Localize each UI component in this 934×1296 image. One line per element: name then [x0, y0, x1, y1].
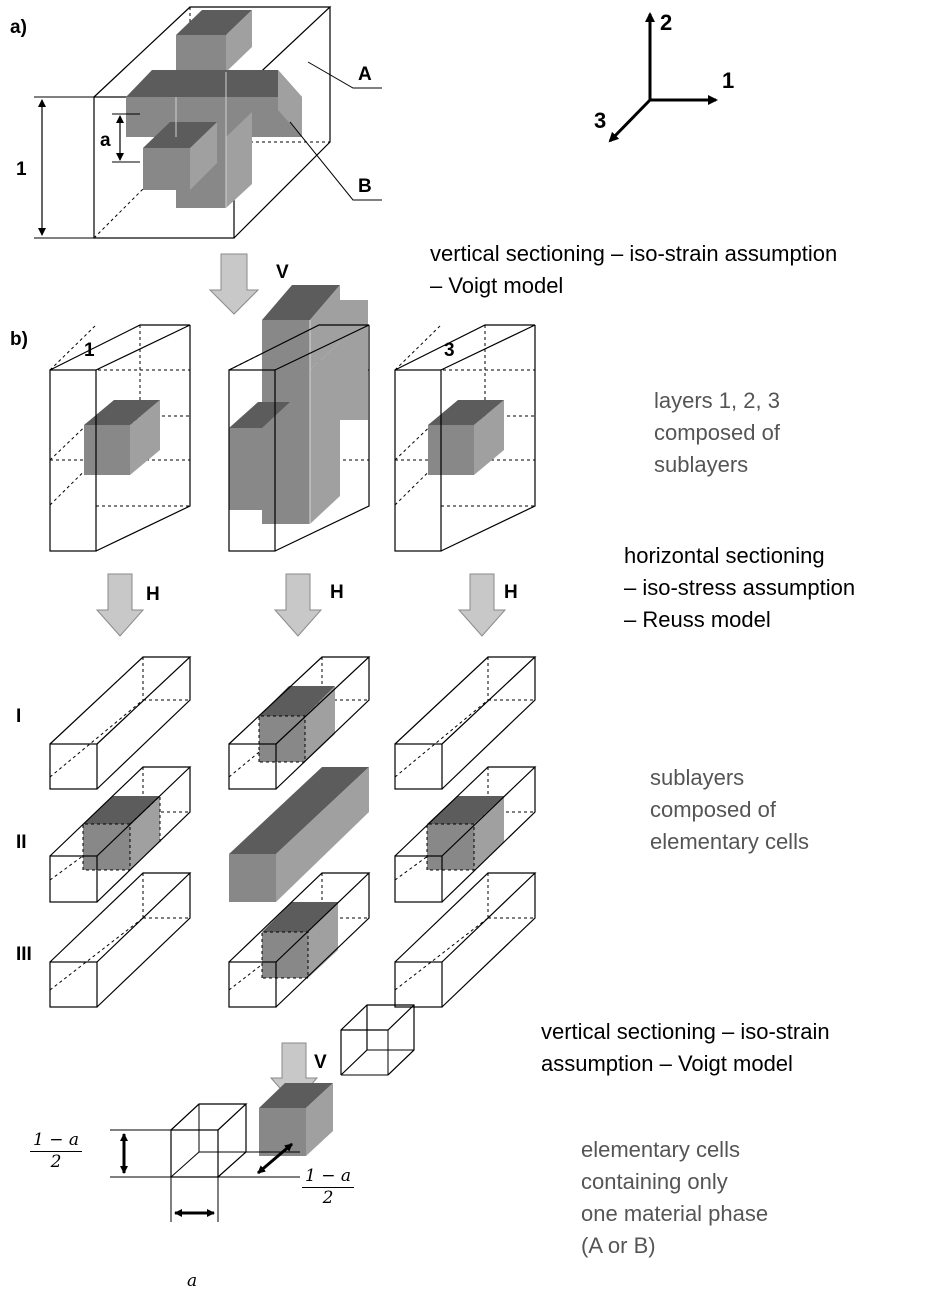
cell-solid — [259, 1083, 333, 1156]
layer-label-3: 3 — [444, 340, 455, 361]
sublayer-label-II: II — [16, 832, 27, 853]
desc-sublayers-line-3: elementary cells — [650, 829, 809, 854]
sublayer-label-I: I — [16, 706, 21, 727]
desc-voigt-top: vertical sectioning – iso-strain assumpt… — [430, 238, 837, 302]
desc-reuss-line-2: – iso-stress assumption — [624, 575, 856, 600]
sublayer-3-I — [394, 656, 537, 790]
dim-right-fraction: 1 − a 2 — [302, 1166, 355, 1209]
dimension-1: 1 — [16, 96, 94, 239]
desc-layers-line-2: composed of — [654, 420, 780, 445]
dim-bottom-label: a — [187, 1271, 198, 1291]
label-a: a — [100, 130, 111, 151]
coordinate-axes: 2 1 3 — [594, 10, 734, 143]
desc-layers: layers 1, 2, 3 composed of sublayers — [654, 385, 780, 481]
label-phase-B: B — [358, 176, 372, 197]
arrow-h3-label: H — [504, 582, 518, 603]
layer-3 — [394, 324, 536, 552]
desc-voigt-top-line-2: – Voigt model — [430, 273, 564, 298]
label-1: 1 — [16, 159, 27, 180]
sublayer-1-III — [49, 872, 192, 1008]
desc-reuss: horizontal sectioning – iso-stress assum… — [624, 540, 855, 636]
panel-b-label: b) — [10, 329, 28, 350]
dim-bottom-horizontal — [170, 1177, 219, 1222]
desc-voigt-top-line-1: vertical sectioning – iso-strain assumpt… — [430, 241, 838, 266]
desc-cells: elementary cells containing only one mat… — [581, 1134, 768, 1262]
sublayer-label-III: III — [16, 944, 32, 965]
desc-cells-line-2: containing only — [581, 1169, 728, 1194]
panel-a: a) — [10, 6, 382, 239]
desc-voigt-bottom: vertical sectioning – iso-strain assumpt… — [541, 1016, 830, 1080]
cross-inclusion-B — [126, 10, 302, 208]
desc-cells-line-1: elementary cells — [581, 1137, 740, 1162]
desc-sublayers: sublayers composed of elementary cells — [650, 762, 809, 858]
voigt-arrow-top: V — [208, 253, 289, 315]
axis-1-label: 1 — [722, 68, 734, 93]
desc-cells-line-4: (A or B) — [581, 1233, 656, 1258]
arrow-v-bottom-label: V — [314, 1052, 327, 1073]
sublayer-2-III — [228, 872, 371, 1008]
panel-a-label: a) — [10, 17, 27, 38]
sublayer-1-I — [49, 656, 192, 790]
cell-wire-bottom — [170, 1103, 248, 1178]
dim-left-fraction: 1 − a 2 — [30, 1130, 83, 1173]
sublayer-2-I — [228, 656, 371, 790]
arrow-h2-label: H — [330, 582, 344, 603]
dimension-a: a — [100, 113, 140, 163]
leader-A: A — [307, 61, 382, 89]
dim-left-numerator: 1 − a — [30, 1130, 83, 1152]
desc-sublayers-line-1: sublayers — [650, 765, 745, 790]
desc-reuss-line-1: horizontal sectioning — [624, 543, 825, 568]
dim-right-diagonal — [218, 1142, 300, 1178]
layer-1 — [49, 324, 191, 552]
reuss-arrows: H H H — [95, 573, 518, 637]
sublayer-labels: I II III — [16, 706, 32, 965]
cell-wire-top-right — [340, 1004, 415, 1076]
desc-layers-line-3: sublayers — [654, 452, 749, 477]
sublayer-3-II — [394, 766, 537, 903]
axis-3-label: 3 — [594, 108, 606, 133]
dim-left-denominator: 2 — [50, 1152, 62, 1172]
desc-cells-line-3: one material phase — [581, 1201, 769, 1226]
desc-sublayers-line-2: composed of — [650, 797, 776, 822]
dim-right-denominator: 2 — [322, 1188, 334, 1208]
sublayer-2-II-solid — [229, 767, 369, 902]
leader-B: B — [289, 121, 382, 201]
desc-voigt-bottom-line-1: vertical sectioning – iso-strain — [541, 1019, 830, 1044]
desc-voigt-bottom-line-2: assumption – Voigt model — [541, 1051, 793, 1076]
arrow-v-top-label: V — [276, 262, 289, 283]
label-phase-A: A — [358, 64, 372, 85]
layer-2 — [228, 285, 370, 552]
sublayer-3-III — [394, 872, 537, 1008]
dim-right-numerator: 1 − a — [302, 1166, 355, 1188]
arrow-h1-label: H — [146, 584, 160, 605]
axis-2-label: 2 — [660, 10, 672, 35]
desc-layers-line-1: layers 1, 2, 3 — [654, 388, 780, 413]
desc-reuss-line-3: – Reuss model — [624, 607, 771, 632]
dim-left-vertical — [110, 1129, 171, 1178]
sublayer-1-II — [49, 766, 192, 903]
